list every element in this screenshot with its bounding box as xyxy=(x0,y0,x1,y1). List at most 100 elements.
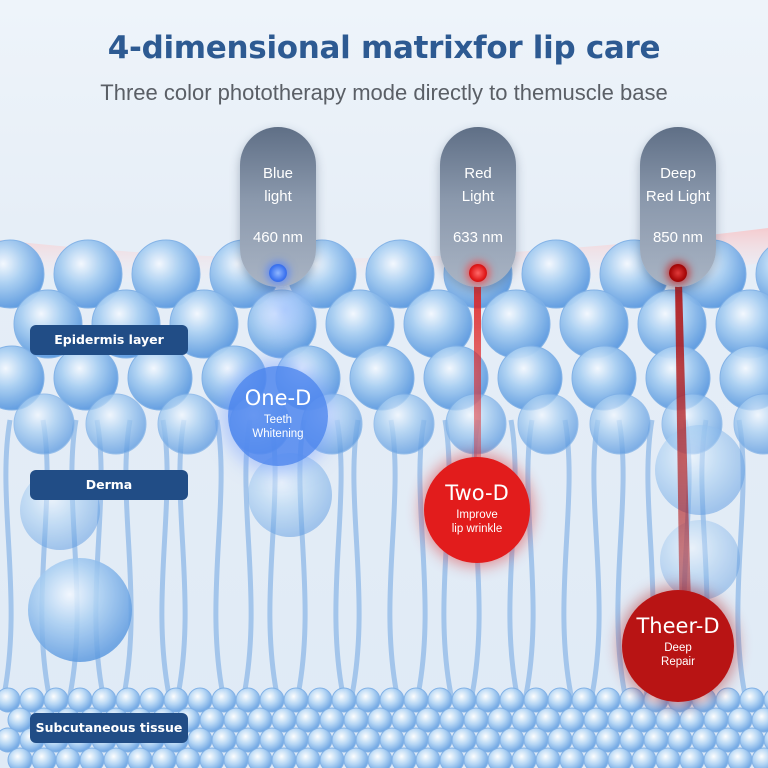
cell xyxy=(463,747,489,768)
depth-desc-line2: Whitening xyxy=(252,428,304,440)
fiber xyxy=(174,419,188,701)
subcutaneous-label: Subcutaneous tissue xyxy=(30,713,188,743)
cell xyxy=(703,747,729,768)
deep-red-led-icon xyxy=(669,264,687,282)
cell xyxy=(589,393,651,455)
cell xyxy=(679,747,705,768)
probe-name: Blue light xyxy=(240,162,316,208)
cell xyxy=(439,747,465,768)
depth-name: Two-D xyxy=(445,481,509,505)
cell xyxy=(199,747,225,768)
cell xyxy=(31,747,57,768)
subcutaneous-cells xyxy=(0,687,768,768)
cell xyxy=(655,747,681,768)
cell xyxy=(763,730,768,750)
fiber xyxy=(120,419,134,701)
fiber xyxy=(333,419,347,701)
depth-desc-line1: Teeth xyxy=(263,414,293,426)
cell xyxy=(103,747,129,768)
probe-name-line2: Red Light xyxy=(645,188,711,205)
cell xyxy=(127,747,153,768)
depth-desc-line1: Improve xyxy=(456,509,498,521)
depth-desc-line1: Deep xyxy=(664,642,692,654)
probe-name: Deep Red Light xyxy=(640,162,716,208)
probe-wavelength: 850 nm xyxy=(652,229,704,246)
cell xyxy=(631,747,657,768)
deep-red-light-probe: Deep Red Light 850 nm xyxy=(640,127,716,287)
subtitle: Three color phototherapy mode directly t… xyxy=(100,80,668,105)
cell xyxy=(365,239,435,309)
cell xyxy=(559,747,585,768)
cell xyxy=(131,239,201,309)
probe-name-line1: Deep xyxy=(660,165,696,182)
fiber xyxy=(213,419,227,701)
fiber xyxy=(522,419,536,701)
fiber xyxy=(441,419,455,701)
cell xyxy=(271,747,297,768)
cell xyxy=(0,239,45,309)
fiber xyxy=(66,419,80,701)
probe-name: Red Light xyxy=(440,162,516,208)
cell xyxy=(55,747,81,768)
probe-name-line2: Light xyxy=(461,188,495,205)
red-light-probe: Red Light 633 nm xyxy=(440,127,516,287)
red-led-icon xyxy=(469,264,487,282)
fiber xyxy=(507,419,521,701)
cell xyxy=(727,747,753,768)
cell xyxy=(367,747,393,768)
cell xyxy=(517,393,579,455)
cell xyxy=(583,747,609,768)
derma-bubbles xyxy=(20,425,745,662)
fiber xyxy=(735,419,749,701)
cell xyxy=(343,747,369,768)
cell xyxy=(53,239,123,309)
cell xyxy=(79,747,105,768)
cell xyxy=(157,393,219,455)
theer-d-circle: Theer-D Deep Repair xyxy=(622,590,734,702)
cell xyxy=(13,393,75,455)
depth-name: One-D xyxy=(244,386,312,410)
fiber xyxy=(93,419,107,701)
probe-name-line2: light xyxy=(264,188,292,205)
two-d-circle: Two-D Improve lip wrinkle xyxy=(424,457,530,563)
blue-led-icon xyxy=(269,264,287,282)
cell xyxy=(85,393,147,455)
probe-wavelength: 460 nm xyxy=(252,229,304,246)
derma-label: Derma xyxy=(30,470,188,500)
cell xyxy=(373,393,435,455)
cell xyxy=(733,393,768,455)
cell xyxy=(535,747,561,768)
fiber xyxy=(240,419,254,701)
cell xyxy=(487,747,513,768)
cell xyxy=(319,747,345,768)
cell xyxy=(247,747,273,768)
probe-name-line1: Blue xyxy=(262,165,294,182)
depth-desc-line2: lip wrinkle xyxy=(451,523,503,535)
probe-wavelength: 633 nm xyxy=(452,229,504,246)
probe-name-line1: Red xyxy=(464,165,492,182)
fiber xyxy=(0,419,14,701)
depth-desc-line2: Repair xyxy=(661,656,695,668)
fiber xyxy=(159,419,173,701)
epidermis-label: Epidermis layer xyxy=(30,325,188,355)
fiber xyxy=(348,419,362,701)
cell xyxy=(607,747,633,768)
cell xyxy=(295,747,321,768)
fiber xyxy=(387,419,401,701)
one-d-circle: One-D Teeth Whitening xyxy=(228,366,328,466)
fiber xyxy=(414,419,428,701)
deep-red-beam xyxy=(675,282,692,640)
depth-name: Theer-D xyxy=(636,614,720,638)
cell xyxy=(175,747,201,768)
cell xyxy=(391,747,417,768)
fiber xyxy=(561,419,575,701)
cell xyxy=(763,690,768,710)
fiber xyxy=(39,419,53,701)
fiber xyxy=(588,419,602,701)
cell xyxy=(415,747,441,768)
cell xyxy=(521,239,591,309)
cell xyxy=(751,707,768,733)
cell xyxy=(7,747,33,768)
cell xyxy=(151,747,177,768)
